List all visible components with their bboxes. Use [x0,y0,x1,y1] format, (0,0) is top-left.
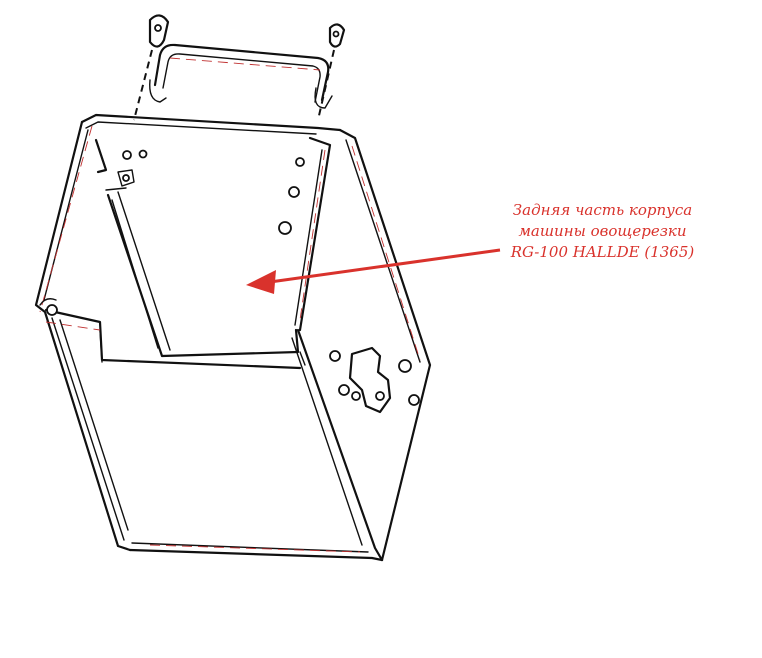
left-bracket [133,14,170,121]
side-mounting-plate [329,346,420,414]
top-handle [149,43,333,109]
fastener-holes [39,149,305,316]
caption-line-2: машины овощерезки [518,222,687,240]
caption-line-3: RG-100 HALLDE (1365) [510,243,695,261]
annotation-caption: Задняя часть корпуса машины овощерезки R… [470,200,735,263]
right-bracket [317,23,346,121]
caption-line-1: Задняя часть корпуса [512,201,693,219]
housing-body [34,113,432,562]
annotation-arrow [246,248,501,294]
